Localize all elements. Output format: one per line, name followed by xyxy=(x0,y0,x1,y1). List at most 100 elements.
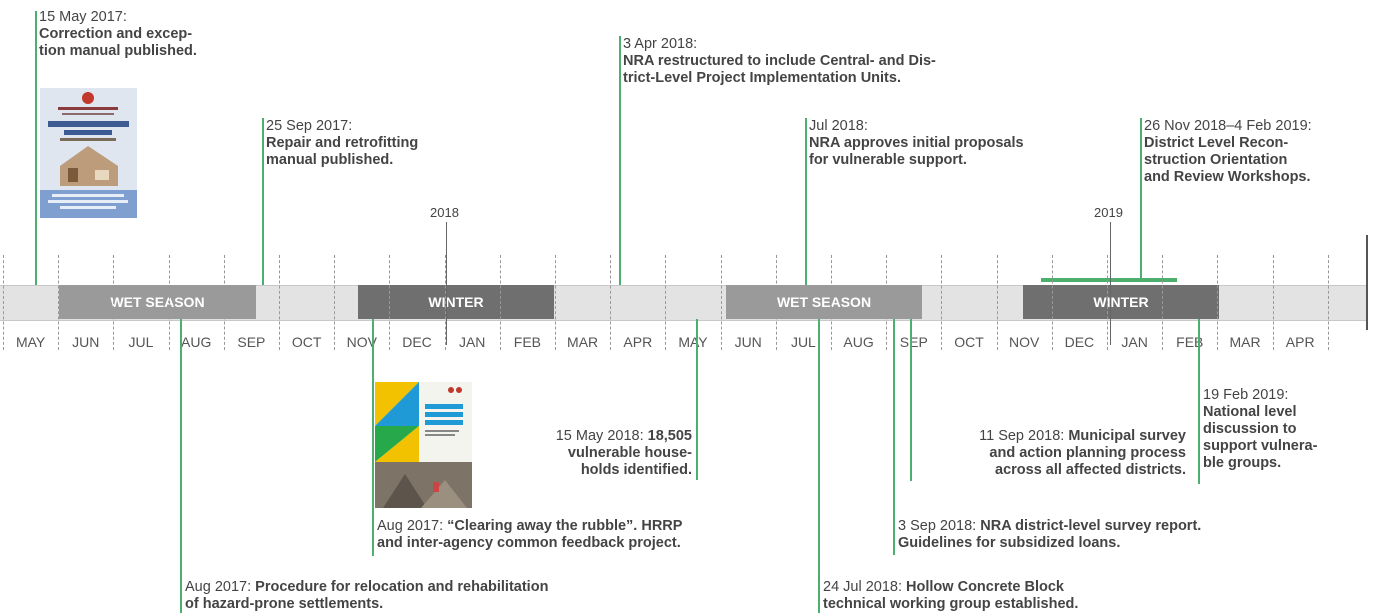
year-line-2018 xyxy=(446,222,447,345)
timeline-end-line xyxy=(1366,235,1368,330)
year-line-2019 xyxy=(1110,222,1111,345)
event-label-e3: 3 Apr 2018: NRA restructured to include … xyxy=(623,36,1043,87)
month-label: MAR xyxy=(567,334,599,350)
month-tick xyxy=(334,255,336,350)
correction-manual-cover-image xyxy=(40,88,137,218)
month-label: MAY xyxy=(678,334,708,350)
event-label-e8: Aug 2017: Procedure for relocation and r… xyxy=(185,579,665,613)
event-date: 15 May 2018: xyxy=(555,428,648,444)
month-tick xyxy=(1327,255,1330,350)
event-highlight: Hollow Concrete Block xyxy=(906,579,1064,595)
event-line-e12 xyxy=(1198,319,1200,484)
season-band-winter-2017: WINTER xyxy=(358,285,554,319)
month-tick xyxy=(168,255,171,350)
month-tick xyxy=(1272,255,1275,350)
month-tick xyxy=(720,255,723,350)
month-label: OCT xyxy=(291,334,322,350)
month-tick xyxy=(775,255,778,350)
event-date: 25 Sep 2017: xyxy=(266,118,353,134)
event-text: and inter-agency common feedback project… xyxy=(377,535,681,551)
event-text: Correction and excep- tion manual publis… xyxy=(39,26,197,59)
month-tick xyxy=(1162,255,1164,350)
month-label: APR xyxy=(1285,334,1315,350)
month-label: JUN xyxy=(734,334,762,350)
event-label-e1: 15 May 2017: Correction and excep- tion … xyxy=(39,9,259,60)
month-label: JUL xyxy=(790,334,816,350)
season-band-wet-2018: WET SEASON xyxy=(726,285,922,319)
month-label: FEB xyxy=(1176,334,1204,350)
month-tick xyxy=(831,255,833,350)
month-label: OCT xyxy=(954,334,984,350)
month-label: NOV xyxy=(346,334,377,350)
event-text: District Level Recon- struction Orientat… xyxy=(1144,135,1311,185)
month-label: AUG xyxy=(843,334,874,350)
month-label: DEC xyxy=(1064,334,1095,350)
event-highlight: Procedure for relocation and rehabilitat… xyxy=(255,579,549,595)
month-tick xyxy=(1107,255,1109,350)
month-label: DEC xyxy=(402,334,432,350)
event-text: of hazard-prone settlements. xyxy=(185,596,384,612)
event-text: vulnerable house- holds identified. xyxy=(567,445,692,478)
month-label: JUL xyxy=(128,334,154,350)
event-label-e5: 26 Nov 2018–4 Feb 2019: District Level R… xyxy=(1144,118,1372,186)
month-label: MAY xyxy=(15,334,46,350)
event-date: Aug 2017: xyxy=(185,579,256,595)
month-tick xyxy=(665,255,667,350)
month-tick xyxy=(996,255,999,350)
event-line-e3 xyxy=(619,36,621,285)
month-tick xyxy=(1051,255,1054,350)
event-label-e11: 24 Jul 2018: Hollow Concrete Block techn… xyxy=(823,579,1163,613)
month-label: JAN xyxy=(458,334,486,350)
event-date: Jul 2018: xyxy=(809,118,868,134)
year-label-2018: 2018 xyxy=(430,205,459,220)
event-date: 11 Sep 2018: xyxy=(979,428,1069,444)
event-text: NRA restructured to include Central- and… xyxy=(623,53,936,86)
month-label: JAN xyxy=(1121,334,1148,350)
month-tick xyxy=(499,255,502,350)
event-label-e4: Jul 2018: NRA approves initial proposals… xyxy=(809,118,1109,169)
month-tick xyxy=(58,255,60,350)
event-line-e5 xyxy=(1140,118,1142,278)
month-tick xyxy=(941,255,943,350)
month-label: SEP xyxy=(237,334,266,350)
month-tick xyxy=(3,255,5,350)
event-text: National level discussion to support vul… xyxy=(1203,404,1318,471)
month-label: SEP xyxy=(899,334,928,350)
event-text: Repair and retrofitting manual published… xyxy=(266,135,419,168)
clearing-rubble-cover-image xyxy=(375,382,472,508)
event-highlight: Municipal survey xyxy=(1068,428,1186,444)
event-date: 3 Apr 2018: xyxy=(623,36,698,52)
event-text: NRA approves initial proposals for vulne… xyxy=(809,135,1024,168)
month-tick xyxy=(389,255,391,350)
event-text: technical working group established. xyxy=(823,596,1079,612)
month-tick xyxy=(555,255,557,350)
event-highlight: “Clearing away the rubble”. HRRP xyxy=(447,518,683,534)
event-date: 19 Feb 2019: xyxy=(1203,387,1289,403)
event-line-e7 xyxy=(372,319,374,556)
month-label: JUN xyxy=(72,334,100,350)
event-date: 26 Nov 2018–4 Feb 2019: xyxy=(1144,118,1312,134)
event-highlight: 18,505 xyxy=(647,428,692,444)
month-tick xyxy=(1217,255,1219,350)
month-tick xyxy=(279,255,281,350)
event-label-e6: 15 May 2018: 18,505 vulnerable house- ho… xyxy=(500,428,692,479)
month-tick xyxy=(886,255,888,350)
season-band-wet-2017: WET SEASON xyxy=(59,285,256,319)
event-line-e9 xyxy=(910,319,912,481)
month-label: FEB xyxy=(513,334,541,350)
event-label-e7: Aug 2017: “Clearing away the rubble”. HR… xyxy=(377,518,797,552)
year-label-2019: 2019 xyxy=(1094,205,1123,220)
workshop-period-bar xyxy=(1041,278,1177,282)
event-label-e12: 19 Feb 2019: National level discussion t… xyxy=(1203,387,1353,472)
event-date: 3 Sep 2018: xyxy=(898,518,981,534)
month-label: MAR xyxy=(1229,334,1261,350)
event-label-e9: 11 Sep 2018: Municipal survey and action… xyxy=(880,428,1186,479)
event-date: 15 May 2017: xyxy=(39,9,127,25)
event-line-e6 xyxy=(696,319,698,480)
event-line-e8 xyxy=(180,319,182,613)
event-label-e2: 25 Sep 2017: Repair and retrofitting man… xyxy=(266,118,486,169)
event-date: Aug 2017: xyxy=(377,518,448,534)
event-text: and action planning process across all a… xyxy=(989,445,1186,478)
month-label: AUG xyxy=(181,334,212,350)
